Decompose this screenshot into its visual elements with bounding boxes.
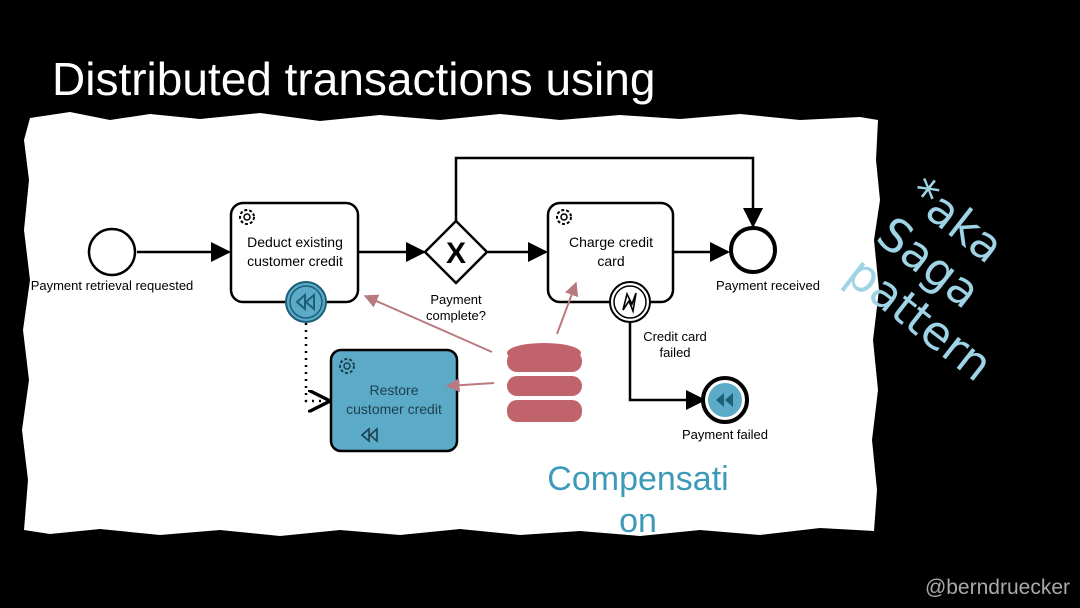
- database-icon: [507, 343, 582, 422]
- compensation-association: [304, 323, 328, 401]
- end-received-label: Payment received: [716, 278, 820, 293]
- end-event-received[interactable]: [729, 226, 777, 274]
- gear-icon: [239, 209, 255, 225]
- database-arrows: [363, 281, 579, 393]
- error-boundary-event[interactable]: [609, 281, 651, 323]
- sequence-flows: [137, 156, 763, 410]
- end-event-failed[interactable]: [701, 376, 749, 424]
- gear-icon: [556, 209, 572, 225]
- task-restore-credit[interactable]: [329, 348, 459, 453]
- rewind-icon: [295, 292, 315, 312]
- lightning-icon: [622, 291, 637, 314]
- task-restore-label-1: Restore: [369, 382, 418, 398]
- diagram-paper: [22, 112, 880, 536]
- error-event-label-2: failed: [659, 345, 690, 360]
- compensation-label-line-2: on: [619, 502, 657, 540]
- gateway-x-icon: X: [446, 237, 466, 270]
- compensation-boundary-event[interactable]: [285, 281, 327, 323]
- task-deduct-label-2: customer credit: [247, 253, 343, 269]
- gear-icon: [339, 358, 355, 374]
- rewind-icon: [360, 427, 378, 443]
- error-event-label-1: Credit card: [643, 329, 707, 344]
- task-charge-label-1: Charge credit: [569, 234, 653, 250]
- task-charge-label-2: card: [597, 253, 624, 269]
- start-event-label: Payment retrieval requested: [31, 278, 194, 293]
- task-deduct-label-1: Deduct existing: [247, 234, 343, 250]
- task-restore-label-2: customer credit: [346, 401, 442, 417]
- gateway-label-1: Payment: [430, 292, 482, 307]
- rewind-icon: [716, 393, 733, 407]
- start-event[interactable]: [87, 227, 137, 277]
- end-failed-label: Payment failed: [682, 427, 768, 442]
- exclusive-gateway[interactable]: X: [423, 219, 489, 285]
- compensation-label: Compensati on: [528, 458, 748, 542]
- slide-title: Distributed transactions using: [52, 53, 656, 105]
- compensation-label-line-1: Compensati: [547, 460, 729, 498]
- gateway-label-2: complete?: [426, 308, 486, 323]
- author-credit: @berndruecker: [924, 576, 1070, 599]
